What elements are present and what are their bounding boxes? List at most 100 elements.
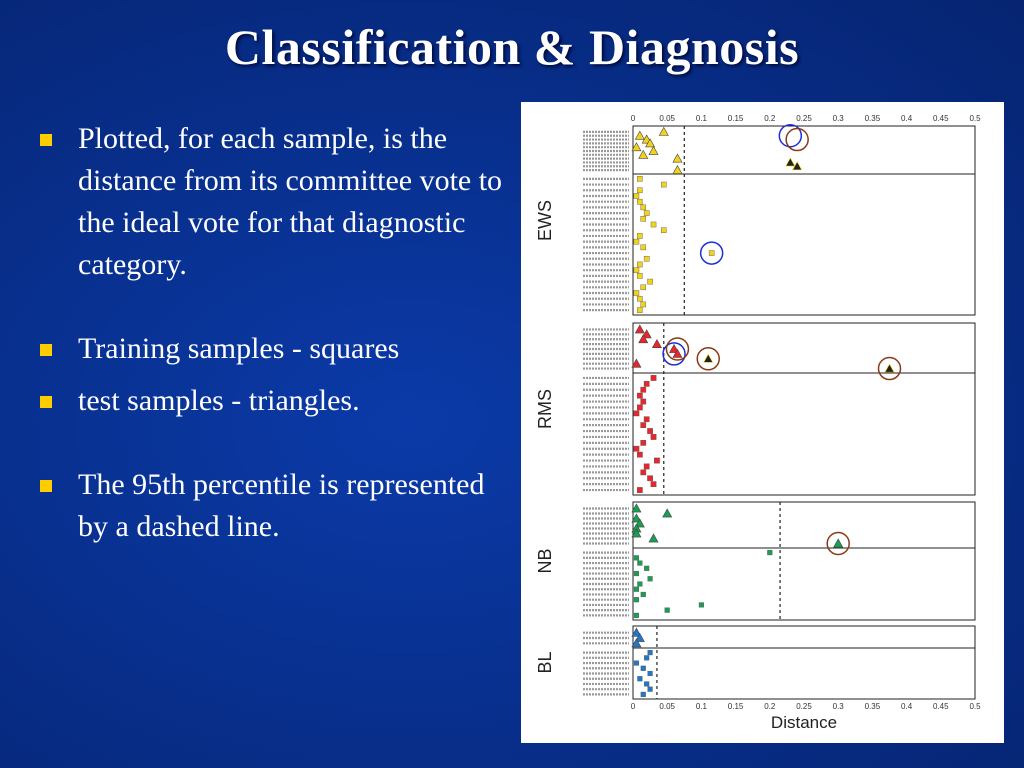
test-sample-triangle <box>645 138 656 148</box>
training-sample-square <box>647 650 653 656</box>
test-sample-triangle <box>884 363 895 373</box>
training-sample-square <box>637 581 643 587</box>
training-sample-square <box>637 198 643 205</box>
training-sample-square <box>637 273 643 279</box>
bullet-item: Training samples - squares <box>40 328 505 370</box>
distance-chart: 0 0.05 0.1 0.15 0.2 0.25 0.3 0.35 0.4 0.45 0.5 EWS R… <box>535 114 981 732</box>
bullet-text: Training samples - squares <box>78 332 400 365</box>
test-sample-triangle <box>631 528 642 538</box>
training-sample-square <box>633 570 639 577</box>
x-axis-title: Distance <box>771 713 837 732</box>
test-sample-triangle <box>631 142 642 152</box>
training-sample-square <box>647 475 653 482</box>
training-sample-square <box>644 565 650 571</box>
training-sample-square <box>636 404 643 411</box>
test-sample-triangle <box>648 145 659 155</box>
panel-frame <box>632 322 976 496</box>
test-sample-triangle <box>634 518 645 528</box>
training-sample-square <box>708 250 715 256</box>
highlight-circle <box>696 347 720 371</box>
x-tick-label-top: 0.2 <box>764 114 776 123</box>
highlight-circle <box>699 241 724 265</box>
training-sample-square <box>650 375 657 381</box>
training-sample-square <box>643 463 650 470</box>
test-sample-triangle <box>638 334 649 344</box>
training-sample-square <box>633 555 639 561</box>
training-sample-square <box>633 193 640 199</box>
x-tick-label-top: 0.1 <box>696 114 708 123</box>
training-sample-square <box>647 686 653 692</box>
test-sample-triangle <box>792 161 803 171</box>
x-tick-label-bottom: 0.05 <box>659 702 675 711</box>
test-sample-triangle <box>631 638 642 648</box>
training-sample-square <box>633 597 639 603</box>
test-sample-triangle <box>631 358 642 368</box>
training-sample-square <box>664 607 670 613</box>
x-tick-label-bottom: 0.4 <box>901 702 913 711</box>
training-sample-square <box>637 176 643 182</box>
panel-frame <box>632 125 976 316</box>
x-tick-label-bottom: 0.5 <box>969 702 981 711</box>
highlight-circle <box>826 531 850 556</box>
training-sample-square <box>640 665 646 671</box>
square-bullet-icon <box>40 134 52 146</box>
training-sample-square <box>633 410 640 417</box>
training-sample-square <box>654 457 660 464</box>
training-sample-square <box>636 451 643 458</box>
training-sample-square <box>640 301 647 308</box>
test-sample-triangle <box>631 513 642 523</box>
training-sample-square <box>633 660 639 666</box>
training-sample-square <box>647 576 653 582</box>
training-sample-square <box>647 670 653 677</box>
x-tick-label-bottom: 0.3 <box>833 702 845 711</box>
test-sample-triangle <box>634 324 645 334</box>
x-tick-label-top: 0.4 <box>901 114 913 123</box>
panel-name-label: RMS <box>535 389 555 429</box>
x-tick-label-bottom: 0.45 <box>933 702 949 711</box>
x-tick-label-top: 0.35 <box>865 114 881 123</box>
bullet-item: The 95th percentile is represented by a … <box>40 464 505 548</box>
training-sample-square <box>633 445 640 452</box>
highlight-circle <box>877 356 902 381</box>
x-tick-label-top: 0.15 <box>728 114 744 123</box>
training-sample-square <box>637 233 643 239</box>
training-sample-square <box>640 691 646 697</box>
test-sample-triangle <box>833 538 844 548</box>
training-sample-square <box>633 586 639 592</box>
training-sample-square <box>767 550 773 556</box>
training-sample-square <box>643 210 650 216</box>
x-tick-label-bottom: 0.1 <box>696 702 708 711</box>
test-sample-triangle <box>669 343 680 353</box>
training-sample-square <box>637 307 643 313</box>
training-sample-square <box>636 392 643 399</box>
highlight-circle <box>778 123 803 148</box>
x-tick-label-bottom: 0.35 <box>865 702 881 711</box>
training-sample-square <box>647 278 653 285</box>
test-sample-triangle <box>662 508 673 518</box>
training-sample-square <box>640 422 647 429</box>
test-sample-triangle <box>648 533 659 543</box>
training-sample-square <box>637 187 643 194</box>
training-sample-square <box>644 681 650 687</box>
training-sample-square <box>643 256 650 262</box>
panel-name-label: EWS <box>535 200 555 241</box>
training-sample-square <box>650 221 657 228</box>
training-sample-square <box>637 261 643 268</box>
x-tick-label-bottom: 0 <box>631 702 636 711</box>
training-sample-square <box>640 204 647 211</box>
training-sample-square <box>650 434 657 440</box>
bullet-item: test samples - triangles. <box>40 380 505 422</box>
test-sample-triangle <box>658 126 669 136</box>
training-sample-square <box>633 290 640 296</box>
bullet-item: Plotted, for each sample, is the distanc… <box>40 118 505 286</box>
x-tick-label-bottom: 0.2 <box>764 702 776 711</box>
square-bullet-icon <box>40 344 52 356</box>
square-bullet-icon <box>40 396 52 408</box>
x-tick-label-bottom: 0.25 <box>796 702 812 711</box>
test-sample-triangle <box>672 164 683 174</box>
training-sample-square <box>640 244 647 251</box>
training-sample-square <box>637 560 643 566</box>
slide-title: Classification & Diagnosis <box>224 19 800 75</box>
training-sample-square <box>661 227 667 233</box>
test-sample-triangle <box>672 348 683 358</box>
